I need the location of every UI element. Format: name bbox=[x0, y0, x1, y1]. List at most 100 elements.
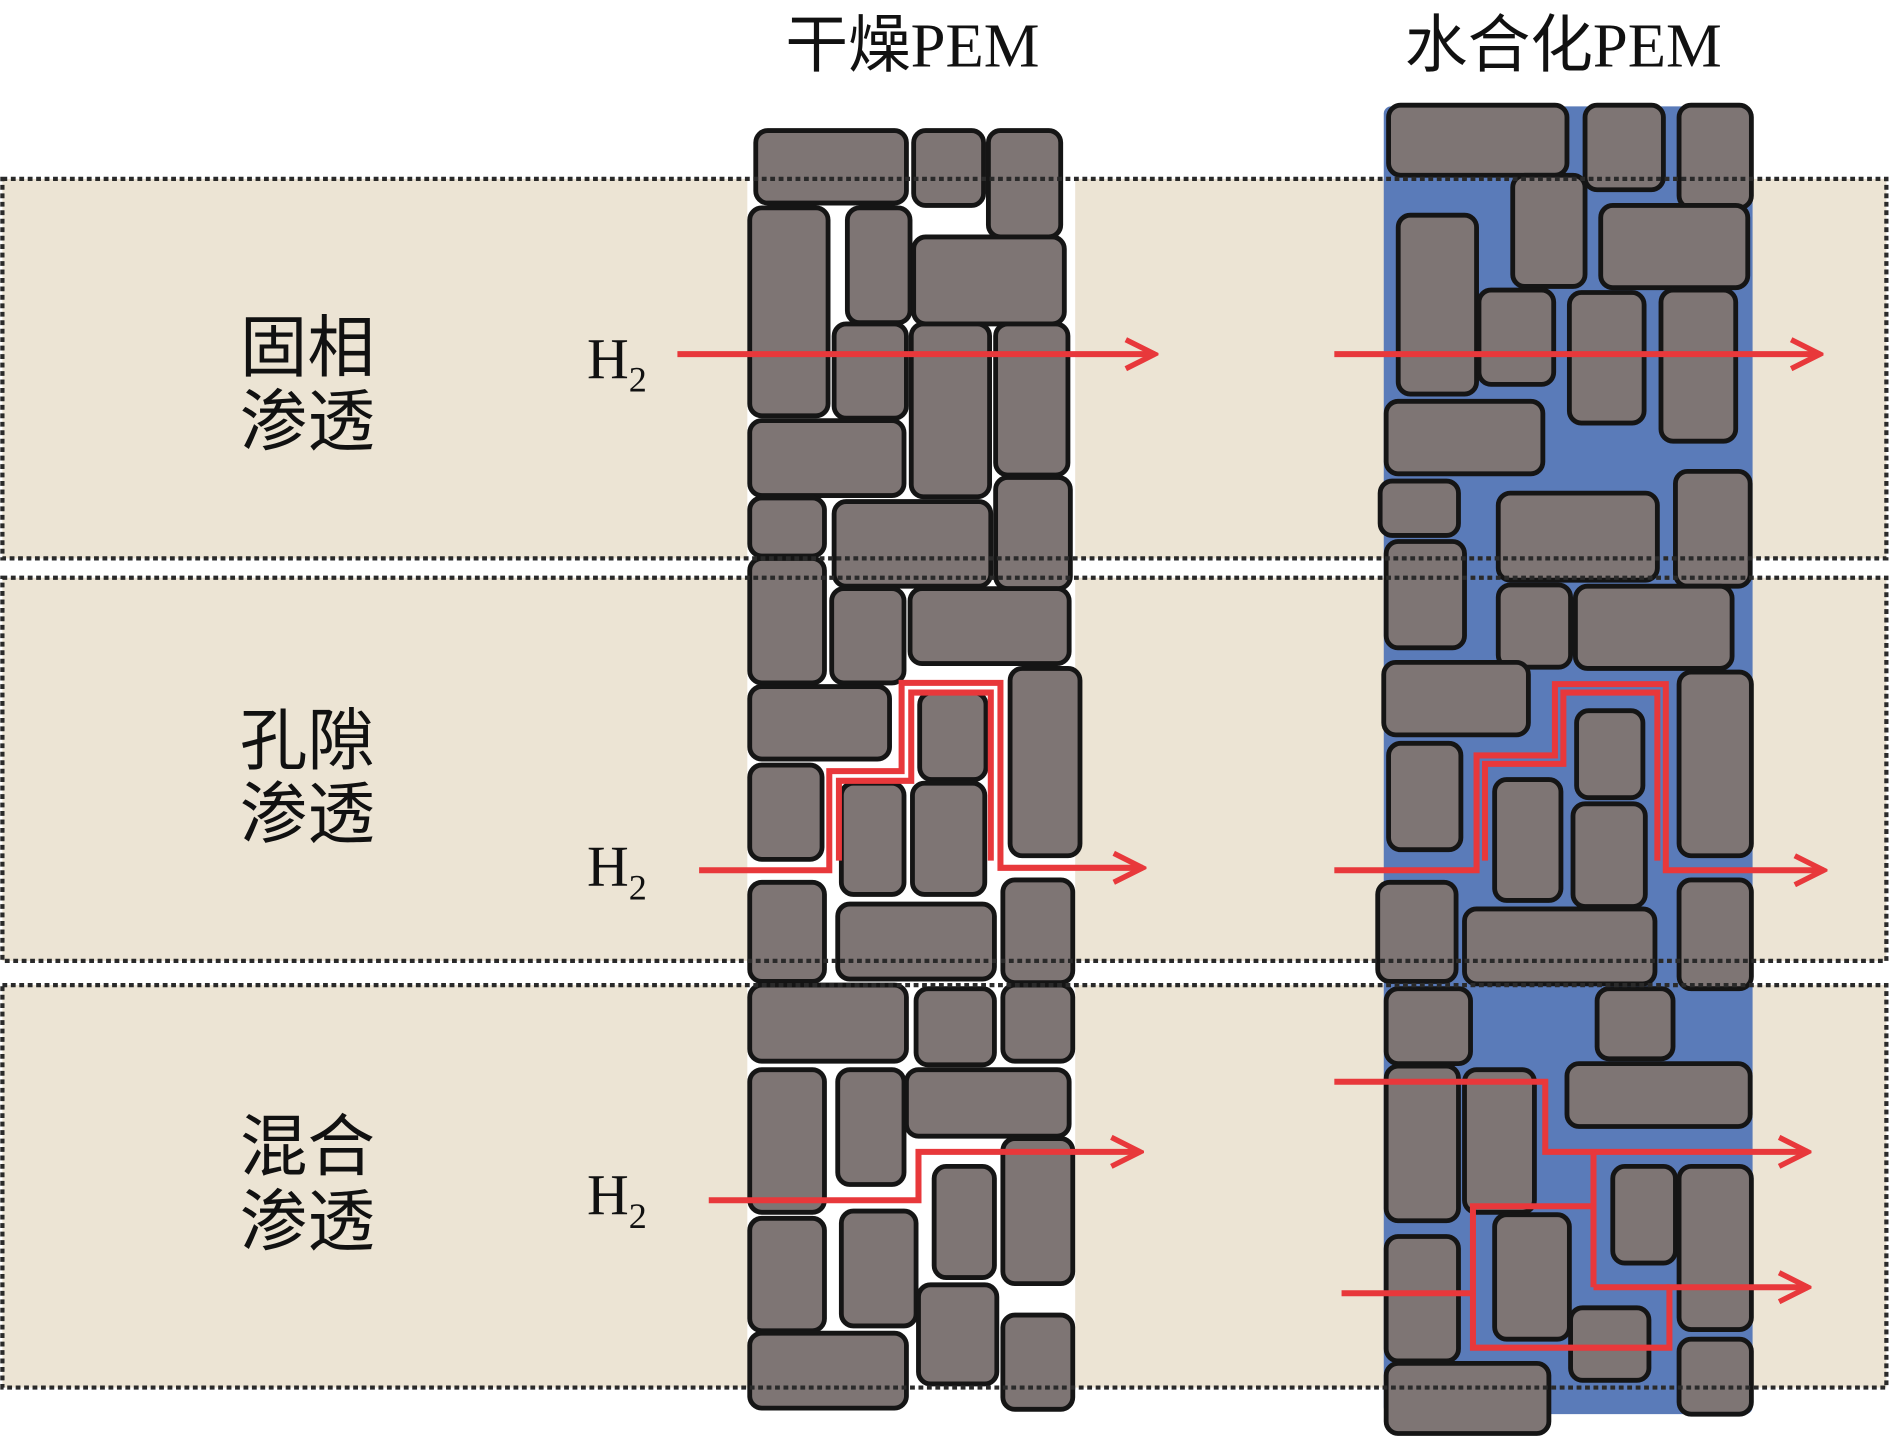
dry-polymer-block bbox=[985, 128, 1064, 240]
hydrated-polymer-block bbox=[1383, 398, 1546, 477]
dry-polymer-block bbox=[747, 205, 831, 419]
hydrated-polymer-block bbox=[1495, 490, 1660, 583]
hydrated-polymer-block bbox=[1386, 102, 1570, 178]
hydrated-polymer-block bbox=[1492, 777, 1564, 903]
hydrated-polymer-block bbox=[1386, 740, 1464, 853]
hydrated-polymer-block bbox=[1582, 102, 1666, 193]
hydrated-mixed-flow-arrow-upper bbox=[1334, 1078, 1808, 1152]
hydrated-polymer-block bbox=[1572, 583, 1735, 671]
hydrated-polymer-block bbox=[1383, 1063, 1461, 1224]
gas-label-mixed: H2 bbox=[587, 1163, 647, 1236]
hydrated-polymer-block bbox=[1566, 290, 1647, 426]
dry-polymer-block bbox=[993, 475, 1073, 592]
dry-polymer-block bbox=[838, 1208, 919, 1329]
dry-polymer-block bbox=[747, 879, 827, 984]
hydrated-polymer-block bbox=[1495, 582, 1573, 670]
hydrated-pem-title: 水合化PEM bbox=[1405, 10, 1722, 80]
band-border-pore bbox=[0, 575, 1889, 964]
dry-polymer-block bbox=[747, 1330, 909, 1411]
dry-polymer-block bbox=[747, 1215, 827, 1334]
hydrated-polymer-block bbox=[1658, 287, 1739, 444]
dry-pore-flow-arrow bbox=[699, 679, 1143, 870]
hydrated-polymer-block bbox=[1570, 801, 1648, 909]
gas-subscript: 2 bbox=[629, 1196, 647, 1236]
dry-polymer-block bbox=[753, 128, 909, 206]
row-label-mixed-line2: 渗透 bbox=[240, 1182, 375, 1261]
band-border-mixed bbox=[0, 982, 1889, 1390]
dry-polymer-block bbox=[913, 986, 997, 1068]
dry-polymer-block bbox=[904, 1067, 1072, 1139]
row-label-solid-line1: 固相 bbox=[240, 308, 375, 387]
dry-polymer-block bbox=[835, 1067, 907, 1187]
gas-symbol: H bbox=[587, 1163, 629, 1228]
hydrated-polymer-block bbox=[1676, 877, 1754, 992]
hydrated-polymer-block bbox=[1676, 669, 1754, 859]
hydrated-polymer-block bbox=[1673, 468, 1753, 589]
dry-polymer-block bbox=[747, 982, 909, 1064]
hydrated-mixed-branch bbox=[1341, 1203, 1594, 1297]
hydrated-polymer-block bbox=[1610, 1163, 1678, 1266]
gas-symbol: H bbox=[587, 326, 629, 391]
hydrated-polymer-block bbox=[1383, 986, 1473, 1067]
hydrated-polymer-block bbox=[1383, 1360, 1552, 1436]
dry-polymer-block bbox=[838, 780, 907, 897]
gas-symbol: H bbox=[587, 834, 629, 899]
dry-pem-title: 干燥PEM bbox=[785, 10, 1039, 80]
dry-polymer-block bbox=[831, 499, 994, 589]
hydrated-polymer-block bbox=[1510, 172, 1588, 289]
hydrated-polymer-block bbox=[1598, 203, 1751, 291]
row-label-pore-line2: 渗透 bbox=[240, 775, 375, 854]
dry-polymer-block bbox=[747, 495, 827, 559]
flow-paths bbox=[677, 354, 1823, 1351]
hydrated-mixed-flow-arrow-lower bbox=[1469, 1287, 1808, 1351]
hydrated-polymer-block bbox=[1377, 478, 1461, 538]
hydrated-pore-channel-line bbox=[1481, 689, 1661, 861]
dry-pem-column bbox=[747, 128, 1083, 1412]
dry-polymer-block bbox=[1007, 665, 1083, 859]
dry-mixed-flow-arrow bbox=[708, 1152, 1141, 1204]
dry-polymer-block bbox=[931, 1163, 997, 1280]
gas-label-solid: H2 bbox=[587, 326, 647, 399]
hydrated-polymer-block bbox=[1568, 1305, 1652, 1383]
dry-polymer-block bbox=[917, 690, 989, 783]
dry-polymer-block bbox=[844, 205, 913, 326]
hydrated-polymer-block bbox=[1574, 708, 1646, 801]
dry-polymer-block bbox=[1000, 1136, 1076, 1287]
hydrated-polymer-block bbox=[1375, 879, 1459, 984]
row-label-pore-line1: 孔隙 bbox=[240, 701, 375, 780]
dry-polymer-block bbox=[907, 586, 1072, 666]
dry-polymer-block bbox=[1000, 1312, 1076, 1412]
hydrated-polymer-block bbox=[1676, 1336, 1754, 1417]
dry-polymer-block bbox=[831, 321, 909, 421]
dry-polymer-block bbox=[916, 1282, 1000, 1387]
hydrated-polymer-block bbox=[1476, 287, 1557, 387]
dry-polymer-block bbox=[835, 901, 997, 982]
hydrated-polymer-block bbox=[1381, 659, 1531, 738]
dry-polymer-block bbox=[829, 586, 907, 686]
dry-polymer-block bbox=[911, 128, 986, 208]
hydrated-polymer-block bbox=[1383, 1234, 1461, 1364]
hydrated-polymer-block bbox=[1383, 539, 1467, 651]
dry-polymer-block bbox=[747, 418, 907, 498]
dry-polymer-block bbox=[1000, 877, 1076, 986]
hydrated-pore-flow-arrow bbox=[1334, 681, 1823, 870]
gas-label-pore: H2 bbox=[587, 834, 647, 907]
hydrated-polymer-block bbox=[1462, 1067, 1537, 1215]
hydrated-polymer-block bbox=[1676, 102, 1754, 211]
gas-subscript: 2 bbox=[629, 360, 647, 400]
row-label-mixed-line1: 混合 bbox=[240, 1107, 375, 1186]
row-label-solid-line2: 渗透 bbox=[240, 382, 375, 461]
dry-polymer-block bbox=[908, 321, 993, 500]
hydrated-polymer-block bbox=[1462, 906, 1658, 987]
hydrated-polymer-block bbox=[1395, 212, 1479, 397]
hydrated-pem-column bbox=[1375, 102, 1754, 1436]
hydrated-polymer-block bbox=[1492, 1212, 1572, 1342]
dry-polymer-block bbox=[1000, 982, 1076, 1064]
band-borders bbox=[0, 176, 1889, 1390]
hydrated-polymer-block bbox=[1676, 1163, 1754, 1332]
hydrated-polymer-block bbox=[1564, 1061, 1753, 1129]
gas-subscript: 2 bbox=[629, 867, 647, 907]
dry-pore-channel-line bbox=[835, 689, 994, 861]
dry-polymer-block bbox=[747, 1067, 827, 1215]
